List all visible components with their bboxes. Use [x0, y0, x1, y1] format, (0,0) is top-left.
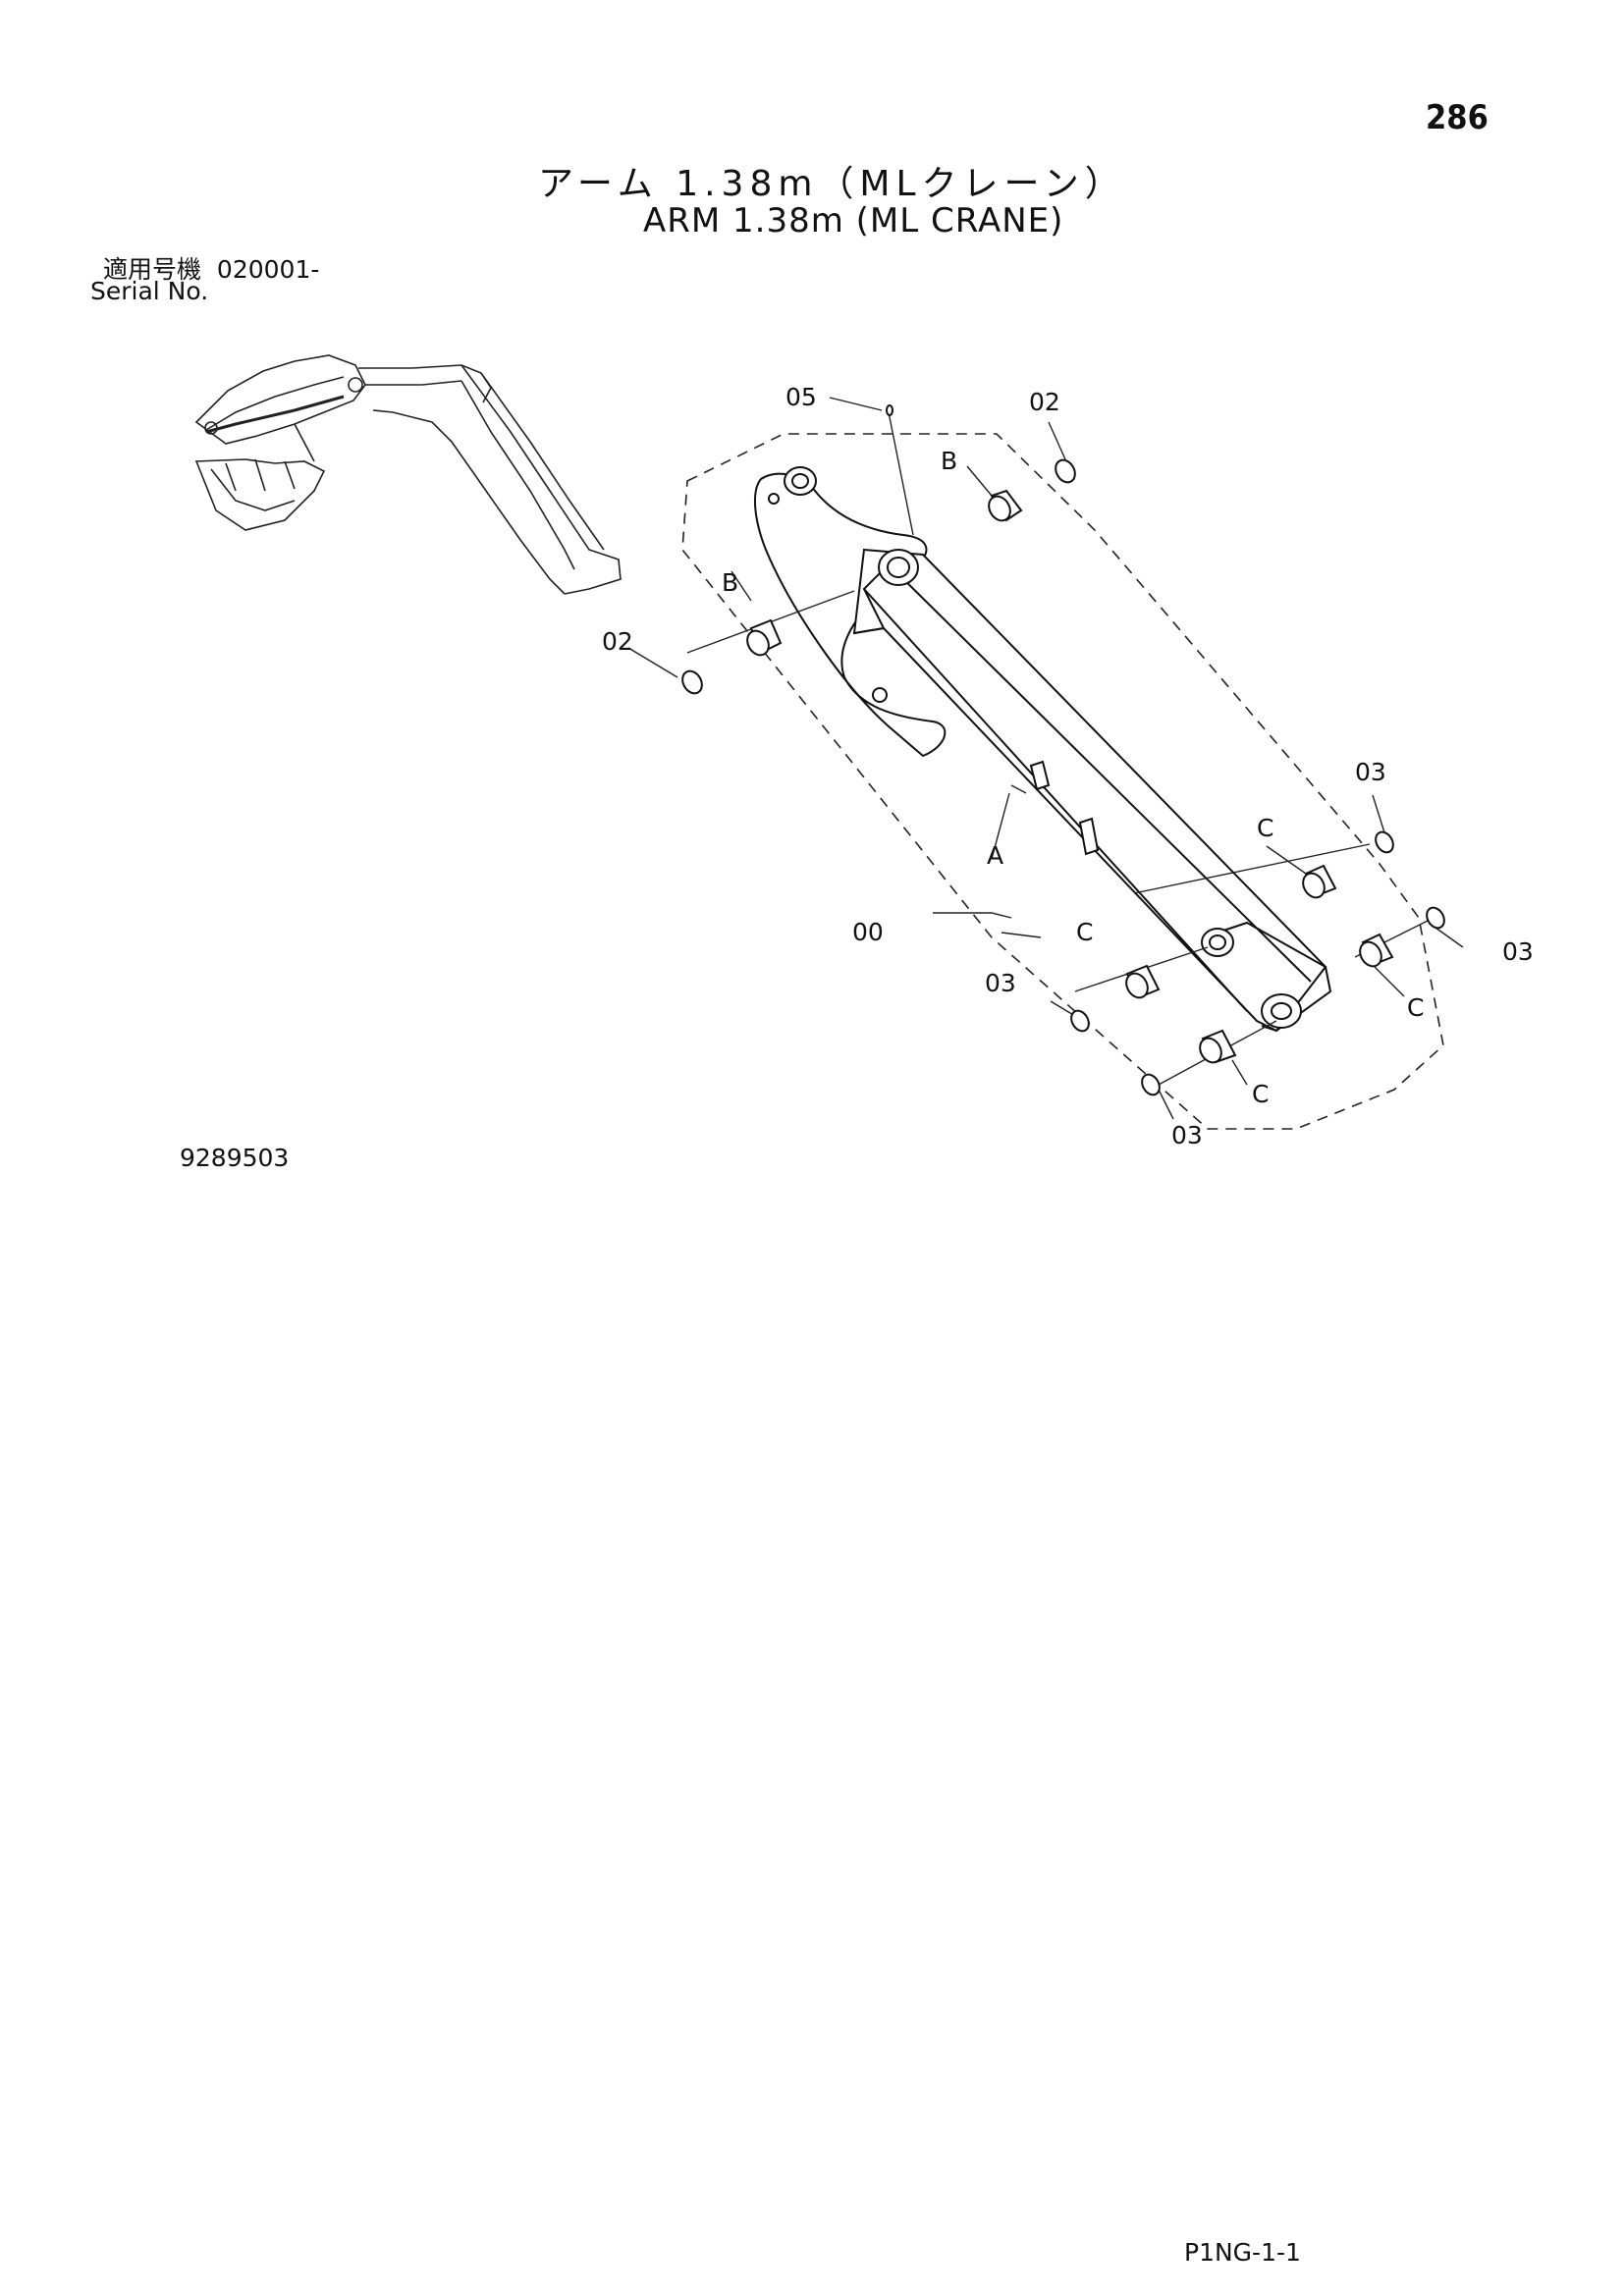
bushing-b-top	[988, 489, 1023, 522]
page-title-japanese: アーム 1.38m（MLクレーン）	[538, 164, 1126, 204]
serial-value: 020001-	[216, 255, 320, 284]
callout-05: 05	[785, 383, 817, 411]
page-title-english: ARM 1.38m (ML CRANE)	[643, 201, 1064, 240]
ring-02-left	[681, 669, 703, 695]
callout-03-mid: 03	[985, 969, 1016, 997]
callout-00: 00	[852, 918, 884, 946]
bushing-c-right-top	[1302, 864, 1337, 899]
ring-03-bottom	[1141, 1073, 1161, 1096]
callout-a: A	[987, 841, 1003, 870]
arm-body	[754, 466, 1332, 1033]
callout-03-far-right: 03	[1502, 937, 1534, 966]
ring-03-mid	[1070, 1009, 1090, 1033]
bushing-c-right	[1359, 933, 1394, 968]
callout-02-left: 02	[602, 627, 633, 656]
callout-03-bottom: 03	[1171, 1121, 1203, 1149]
serial-label-japanese: 適用号機 020001-	[103, 250, 319, 286]
leader-lines	[627, 397, 1464, 1120]
bushing-c-bottom	[1199, 1029, 1237, 1064]
callout-c-mid: C	[1076, 918, 1093, 946]
ring-03-far-right	[1426, 906, 1445, 930]
callout-b-left: B	[722, 568, 738, 597]
callout-02-top: 02	[1029, 388, 1060, 416]
ring-02-top	[1055, 458, 1076, 484]
serial-label-jp-text: 適用号機	[103, 255, 202, 284]
bushing-b-left	[746, 618, 783, 657]
callout-c-right-top: C	[1257, 814, 1273, 842]
serial-label-english: Serial No.	[90, 277, 209, 305]
callout-c-right: C	[1407, 993, 1424, 1022]
assembly-dashed-outline	[681, 433, 1444, 1130]
ring-03-right-top	[1375, 830, 1394, 854]
page-code: P1NG-1-1	[1184, 2238, 1301, 2267]
excavator-locator-thumbnail	[194, 354, 622, 595]
callout-03-right-top: 03	[1355, 758, 1386, 786]
page-number: 286	[1426, 98, 1489, 137]
bushing-c-mid	[1125, 964, 1161, 999]
parts-bushings-rings	[681, 404, 1445, 1096]
figure-number: 9289503	[180, 1144, 290, 1172]
callout-c-bottom: C	[1252, 1080, 1269, 1108]
callout-b-top: B	[941, 447, 957, 475]
